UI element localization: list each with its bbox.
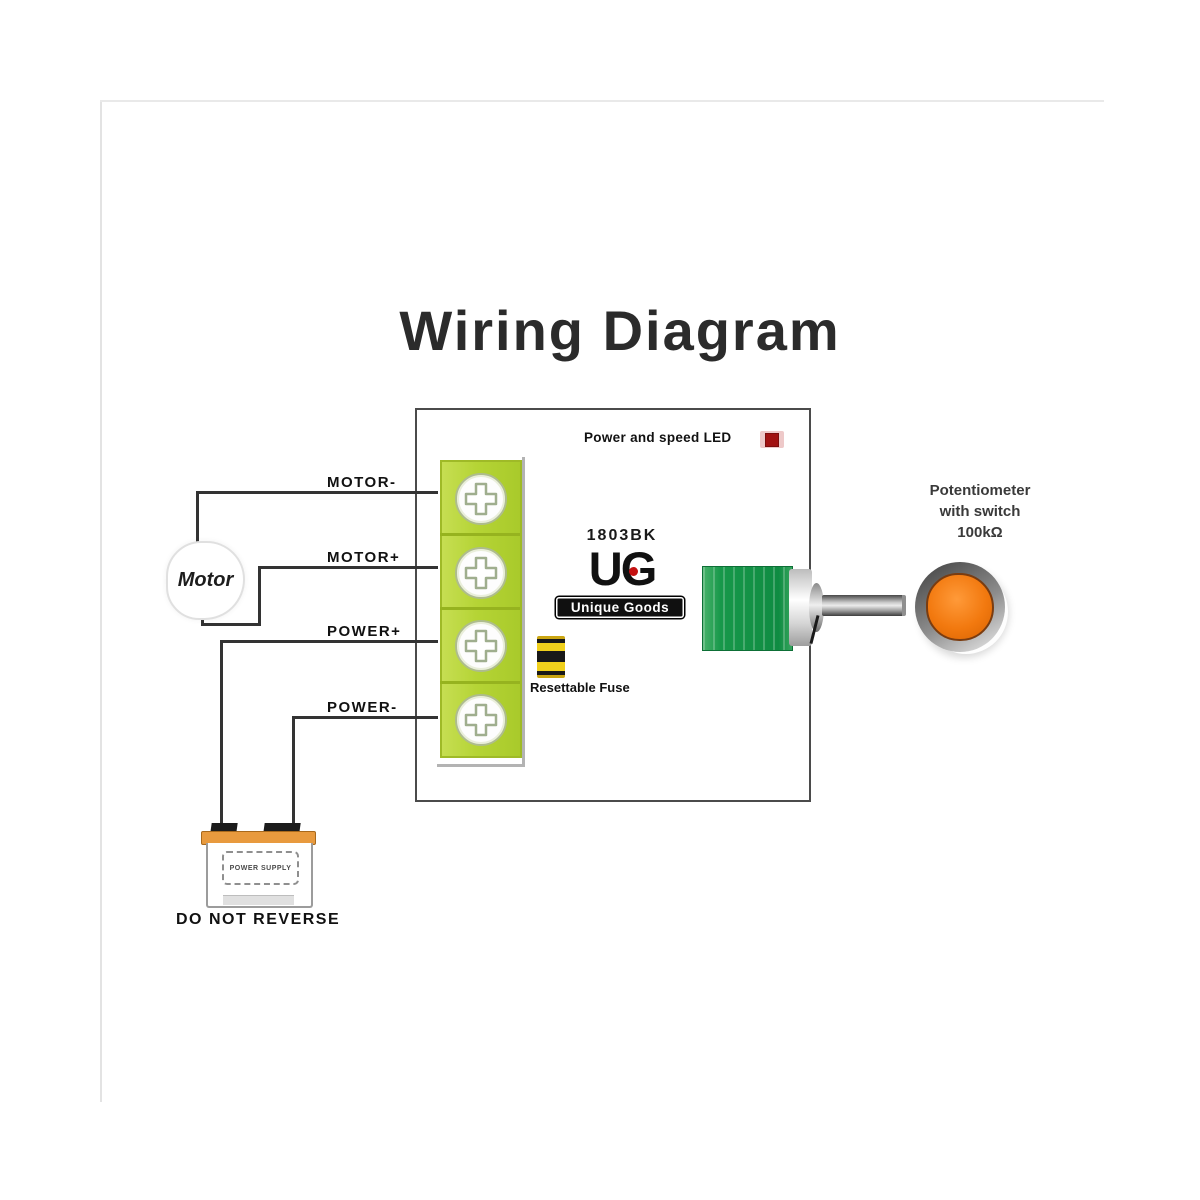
terminal-label-motor-minus: MOTOR- bbox=[327, 474, 397, 491]
terminal-block-divider bbox=[440, 681, 520, 684]
brand-name-text: Unique Goods bbox=[570, 600, 670, 615]
terminal-label-motor-plus: MOTOR+ bbox=[327, 549, 401, 566]
screw-terminal-icon bbox=[455, 620, 507, 672]
power-speed-led-icon bbox=[760, 431, 784, 448]
potentiometer-cap bbox=[789, 569, 812, 646]
diagram-title: Wiring Diagram bbox=[399, 299, 841, 362]
led-caption: Power and speed LED bbox=[584, 430, 732, 445]
terminal-block-shadow-bottom bbox=[437, 764, 525, 767]
screw-terminal-icon bbox=[455, 473, 507, 525]
wire-motor-plus bbox=[258, 566, 438, 569]
screw-terminal-icon bbox=[455, 694, 507, 746]
page-frame-left bbox=[100, 100, 102, 1102]
page-frame-top bbox=[100, 100, 1104, 102]
brand-name-badge: Unique Goods bbox=[556, 597, 684, 618]
potentiometer-shaft bbox=[822, 595, 906, 616]
terminal-block-divider bbox=[440, 533, 520, 536]
potentiometer-caption: Potentiometer with switch 100kΩ bbox=[898, 480, 1062, 543]
wire-motor-minus-riser bbox=[196, 491, 199, 543]
wire-power-minus bbox=[292, 716, 438, 719]
battery-label: POWER SUPPLY bbox=[222, 851, 299, 885]
terminal-block-shadow-right bbox=[522, 457, 525, 767]
battery-warning: DO NOT REVERSE bbox=[176, 911, 341, 928]
resettable-fuse-icon bbox=[537, 636, 565, 678]
wire-motor-bottom bbox=[201, 623, 261, 626]
knob bbox=[915, 562, 1005, 652]
battery-label-text: POWER SUPPLY bbox=[229, 864, 292, 872]
knob-orange-face bbox=[926, 573, 994, 641]
model-number: 1803BK bbox=[586, 527, 658, 544]
brand-logo: UG bbox=[588, 542, 658, 595]
terminal-label-power-minus: POWER- bbox=[327, 699, 398, 716]
wire-power-minus-drop bbox=[292, 716, 295, 830]
potentiometer-washer bbox=[809, 583, 824, 632]
fuse-caption: Resettable Fuse bbox=[530, 680, 630, 695]
potentiometer-body bbox=[702, 566, 793, 651]
battery-bottom-strip bbox=[223, 895, 294, 905]
terminal-label-power-plus: POWER+ bbox=[327, 623, 402, 640]
wire-power-plus bbox=[220, 640, 438, 643]
brand-logo-dot-icon bbox=[629, 567, 638, 576]
screw-terminal-icon bbox=[455, 547, 507, 599]
pot-caption-line2: with switch bbox=[939, 503, 1021, 520]
wire-motor-plus-riser bbox=[258, 566, 261, 626]
motor-symbol: Motor bbox=[166, 541, 245, 620]
wire-motor-minus bbox=[196, 491, 438, 494]
terminal-block-divider bbox=[440, 607, 520, 610]
motor-label: Motor bbox=[177, 569, 234, 591]
pot-caption-line3: 100kΩ bbox=[957, 524, 1003, 541]
wire-power-plus-drop bbox=[220, 640, 223, 830]
pot-caption-line1: Potentiometer bbox=[929, 482, 1031, 499]
led-core bbox=[765, 432, 779, 447]
